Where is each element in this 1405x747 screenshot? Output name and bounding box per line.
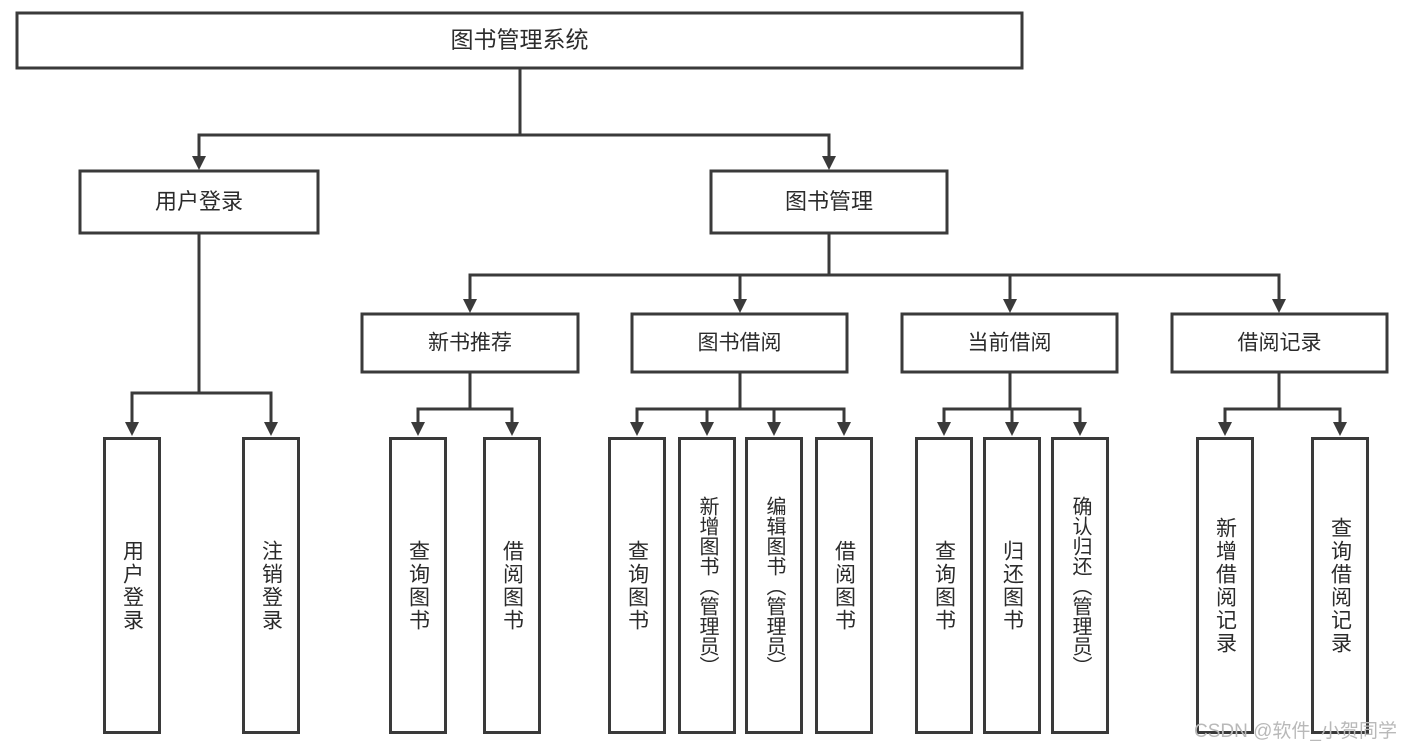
tree-node-level2[interactable]: 新书推荐	[360, 312, 580, 374]
leaf-label: 用户登录	[120, 539, 144, 632]
node-label: 当前借阅	[968, 332, 1052, 355]
tree-edge	[827, 233, 1017, 313]
leaf-label: 编辑图书（管理员）	[763, 495, 785, 676]
tree-node-root[interactable]: 图书管理系统	[15, 11, 1024, 70]
tree-node-leaf[interactable]: 归还图书	[983, 437, 1041, 734]
leaf-label: 借阅图书	[500, 539, 524, 632]
tree-edge	[1008, 372, 1087, 436]
tree-edge	[937, 372, 1012, 436]
leaf-label: 查询图书	[625, 539, 649, 632]
tree-node-level1[interactable]: 图书管理	[709, 169, 949, 235]
leaf-label: 查询借阅记录	[1328, 516, 1352, 655]
leaf-label: 查询图书	[932, 539, 956, 632]
tree-node-level2[interactable]: 当前借阅	[900, 312, 1119, 374]
tree-node-leaf[interactable]: 编辑图书（管理员）	[745, 437, 803, 734]
tree-edge	[630, 372, 742, 436]
tree-node-leaf[interactable]: 查询图书	[915, 437, 973, 734]
node-label: 借阅记录	[1238, 332, 1322, 355]
leaf-label: 注销登录	[259, 539, 283, 632]
tree-edge	[463, 233, 831, 313]
leaf-label: 新增借阅记录	[1213, 516, 1237, 655]
tree-node-leaf[interactable]: 查询图书	[389, 437, 447, 734]
tree-edge	[733, 233, 831, 313]
tree-node-leaf[interactable]: 新增图书（管理员）	[678, 437, 736, 734]
leaf-label: 确认归还（管理员）	[1069, 495, 1091, 676]
leaf-label: 查询图书	[406, 539, 430, 632]
tree-node-leaf[interactable]: 查询图书	[608, 437, 666, 734]
node-label: 新书推荐	[428, 332, 512, 355]
tree-node-leaf[interactable]: 查询借阅记录	[1311, 437, 1369, 734]
node-label: 图书借阅	[698, 332, 782, 355]
watermark-label: CSDN @软件_小贺同学	[1194, 721, 1397, 742]
tree-edge	[1218, 372, 1281, 436]
tree-edge	[468, 372, 519, 436]
tree-node-level1[interactable]: 用户登录	[78, 169, 320, 235]
leaf-label: 新增图书（管理员）	[696, 495, 718, 676]
tree-node-level2[interactable]: 借阅记录	[1170, 312, 1389, 374]
tree-edge	[1277, 372, 1347, 436]
tree-node-leaf[interactable]: 确认归还（管理员）	[1051, 437, 1109, 734]
tree-edge	[518, 68, 836, 170]
tree-edge	[411, 372, 472, 436]
tree-node-leaf[interactable]: 新增借阅记录	[1196, 437, 1254, 734]
tree-node-leaf[interactable]: 借阅图书	[483, 437, 541, 734]
tree-node-leaf[interactable]: 注销登录	[242, 437, 300, 734]
node-label: 图书管理系统	[451, 27, 589, 53]
tree-edge	[192, 68, 522, 170]
tree-node-level2[interactable]: 图书借阅	[630, 312, 849, 374]
tree-edge	[738, 372, 781, 436]
tree-edge	[125, 233, 201, 436]
tree-edge	[197, 233, 278, 436]
node-label: 用户登录	[155, 189, 243, 214]
tree-edge	[738, 372, 851, 436]
tree-edge	[827, 233, 1286, 313]
tree-node-leaf[interactable]: 用户登录	[103, 437, 161, 734]
tree-edge	[700, 372, 742, 436]
leaf-label: 借阅图书	[832, 539, 856, 632]
tree-node-leaf[interactable]: 借阅图书	[815, 437, 873, 734]
tree-edge	[1005, 372, 1019, 436]
leaf-label: 归还图书	[1000, 539, 1024, 632]
node-label: 图书管理	[785, 189, 873, 214]
